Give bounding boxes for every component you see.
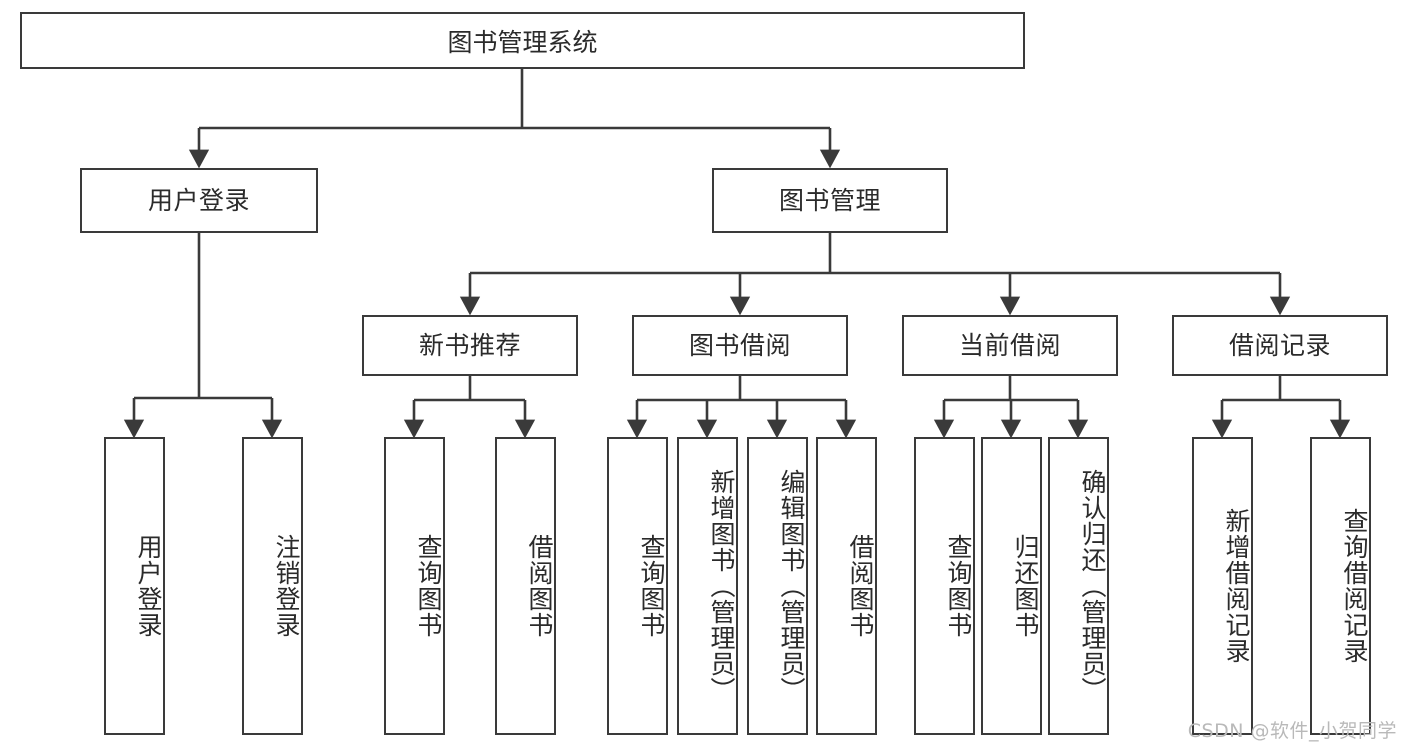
node-label: 查询图书 — [414, 534, 443, 638]
node-current-borrow[interactable]: 当前借阅 — [902, 315, 1118, 376]
node-book-borrow[interactable]: 图书借阅 — [632, 315, 848, 376]
node-borrow-record[interactable]: 借阅记录 — [1172, 315, 1388, 376]
node-label: 借阅图书 — [846, 534, 875, 638]
leaf-query-book-recommend[interactable]: 查询图书 — [384, 437, 445, 735]
node-label: 归还图书 — [1011, 534, 1040, 638]
node-label: 查询借阅记录 — [1340, 508, 1369, 664]
node-label: 查询图书 — [637, 534, 666, 638]
leaf-borrow-book[interactable]: 借阅图书 — [816, 437, 877, 735]
node-label: 图书管理系统 — [447, 27, 598, 57]
leaf-borrow-book-recommend[interactable]: 借阅图书 — [495, 437, 556, 735]
node-label: 图书管理 — [778, 185, 881, 215]
leaf-query-book-borrow[interactable]: 查询图书 — [607, 437, 668, 735]
leaf-logout[interactable]: 注销登录 — [242, 437, 303, 735]
node-label: 确认归还（管理员） — [1078, 469, 1107, 703]
leaf-return-book[interactable]: 归还图书 — [981, 437, 1042, 735]
node-label: 新增图书（管理员） — [707, 469, 736, 703]
node-label: 查询图书 — [944, 534, 973, 638]
node-label: 用户登录 — [147, 185, 250, 215]
node-label: 用户登录 — [134, 534, 163, 638]
node-book-management[interactable]: 图书管理 — [712, 168, 948, 233]
leaf-user-login[interactable]: 用户登录 — [104, 437, 165, 735]
leaf-edit-book[interactable]: 编辑图书（管理员） — [747, 437, 808, 735]
leaf-confirm-return[interactable]: 确认归还（管理员） — [1048, 437, 1109, 735]
node-label: 注销登录 — [272, 534, 301, 638]
node-label: 借阅图书 — [525, 534, 554, 638]
leaf-query-book-current[interactable]: 查询图书 — [914, 437, 975, 735]
node-user-login[interactable]: 用户登录 — [80, 168, 318, 233]
leaf-query-borrow-record[interactable]: 查询借阅记录 — [1310, 437, 1371, 735]
node-label: 图书借阅 — [688, 330, 791, 360]
node-root-system[interactable]: 图书管理系统 — [20, 12, 1025, 69]
node-label: 新增借阅记录 — [1222, 508, 1251, 664]
node-label: 新书推荐 — [418, 330, 521, 360]
leaf-add-borrow-record[interactable]: 新增借阅记录 — [1192, 437, 1253, 735]
node-label: 当前借阅 — [958, 330, 1061, 360]
leaf-add-book[interactable]: 新增图书（管理员） — [677, 437, 738, 735]
node-label: 借阅记录 — [1228, 330, 1331, 360]
node-new-book-recommend[interactable]: 新书推荐 — [362, 315, 578, 376]
node-label: 编辑图书（管理员） — [777, 469, 806, 703]
